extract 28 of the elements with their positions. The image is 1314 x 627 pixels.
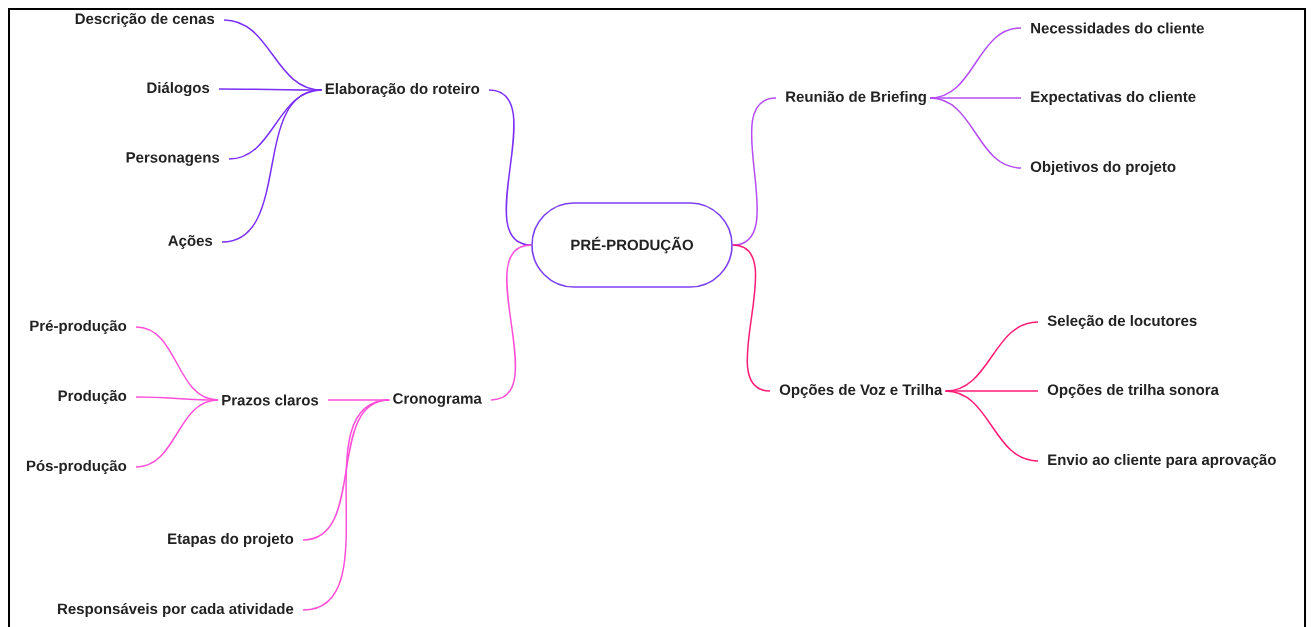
topic-label: Descrição de cenas <box>75 13 215 27</box>
topic-label: Responsáveis por cada atividade <box>58 602 294 618</box>
connector-line <box>135 399 219 468</box>
topic-label: Etapas do projeto <box>168 533 294 547</box>
connector-line <box>302 399 391 611</box>
topic-label: Necessidades do cliente <box>1031 22 1204 34</box>
topic-label: Expectativas do cliente <box>1031 91 1196 105</box>
topic-label: Cronograma <box>393 393 482 407</box>
topic-label: Personagens <box>126 152 220 166</box>
topic-label: Reunião de Briefing <box>786 91 926 106</box>
connector-line <box>221 89 323 243</box>
connector-line <box>490 244 532 401</box>
topic-label: Seleção de locutores <box>1047 315 1197 329</box>
topic-label: Envio ao cliente para aprovação <box>1048 454 1276 468</box>
topic-label: Produção <box>58 390 127 404</box>
topic-label: Opções de trilha sonora <box>1047 384 1219 398</box>
connector-line <box>944 390 1039 462</box>
topic-label: Opções de Voz e Trilha <box>779 384 943 398</box>
connector-line <box>929 97 1022 169</box>
topic-label: Prazos claros <box>222 394 319 406</box>
topic-label: Pré-produção <box>30 319 127 335</box>
topic-label: Ações <box>168 235 213 249</box>
connector-line <box>732 244 771 392</box>
central-topic-box: PRÉ-PRODUÇÃO <box>531 202 733 288</box>
topic-label: Pós-produção <box>26 459 127 475</box>
topic-label: Objetivos do projeto <box>1030 161 1176 175</box>
topic-label: Elaboração do roteiro <box>325 83 480 97</box>
topic-label: Diálogos <box>147 81 210 97</box>
